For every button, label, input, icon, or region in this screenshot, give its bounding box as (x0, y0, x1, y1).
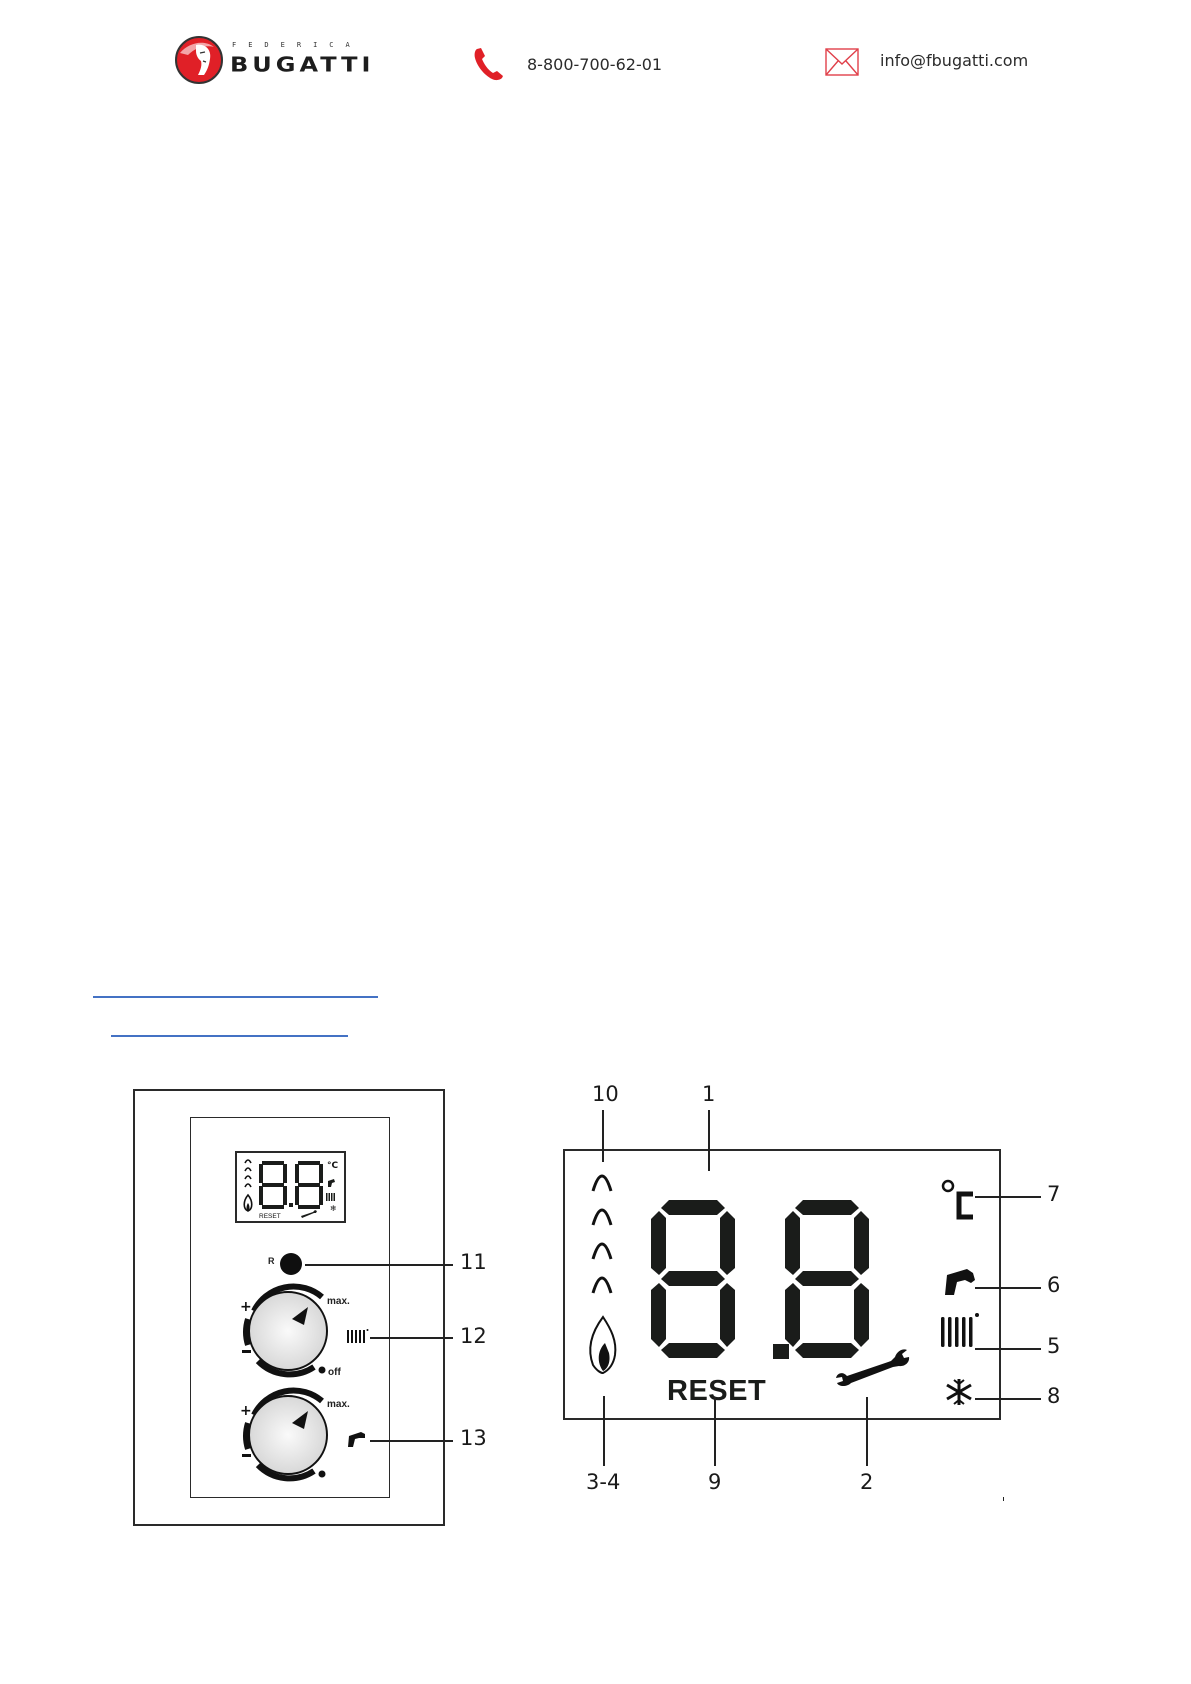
callout-line-5 (975, 1348, 1041, 1350)
callout-8: 8 (1047, 1384, 1061, 1408)
lcd-content (589, 1174, 979, 1405)
heating-radiator-icon (941, 1313, 979, 1347)
hot-water-tap-icon (945, 1269, 975, 1295)
callout-3-4: 3-4 (586, 1470, 621, 1494)
dhw-max-label: max. (327, 1399, 350, 1410)
brand-logo: FEDERICA BUGATTI (174, 35, 374, 85)
heating-off-label: off (328, 1367, 341, 1378)
callout-line-8 (975, 1398, 1041, 1400)
callout-5: 5 (1047, 1334, 1061, 1358)
callout-10: 10 (592, 1082, 619, 1106)
callout-13: 13 (460, 1426, 487, 1450)
link-2[interactable] (111, 1035, 348, 1037)
lcd-display (563, 1149, 1001, 1420)
plus-icon: + (240, 1299, 252, 1315)
power-level-icon (591, 1174, 613, 1294)
phone-handset-icon (474, 48, 503, 81)
flame-icon (589, 1315, 617, 1375)
callout-6: 6 (1047, 1273, 1061, 1297)
tap-icon (348, 1432, 365, 1447)
callout-line-12 (370, 1337, 453, 1339)
callout-2: 2 (860, 1470, 874, 1494)
callout-1: 1 (702, 1082, 716, 1106)
callout-line-13 (370, 1440, 453, 1442)
celsius-icon (941, 1179, 973, 1220)
tick-mark (1003, 1497, 1004, 1501)
callout-line-1 (708, 1110, 710, 1171)
wrench-icon (836, 1349, 910, 1386)
link-1[interactable] (93, 996, 378, 998)
callout-7: 7 (1047, 1182, 1061, 1206)
digit-1 (651, 1200, 735, 1358)
callout-line-11 (305, 1264, 453, 1266)
callout-line-9 (714, 1397, 716, 1466)
phone-number[interactable]: 8-800-700-62-01 (527, 55, 663, 74)
callout-11: 11 (460, 1250, 487, 1274)
minus-icon (242, 1350, 251, 1353)
decimal-point (773, 1344, 789, 1359)
callout-9: 9 (708, 1470, 722, 1494)
brand-subtitle: FEDERICA (232, 41, 362, 49)
callout-12: 12 (460, 1324, 487, 1348)
heating-max-label: max. (327, 1296, 350, 1307)
email-address[interactable]: info@fbugatti.com (880, 51, 1029, 70)
reset-indicator: RESET (667, 1375, 767, 1407)
envelope-icon (825, 48, 859, 76)
callout-line-7 (975, 1196, 1041, 1198)
minus-icon (242, 1454, 251, 1457)
callout-line-3-4 (603, 1396, 605, 1466)
reset-button[interactable] (280, 1253, 302, 1275)
woman-portrait-logo-icon (175, 36, 223, 84)
radiator-icon (347, 1329, 369, 1343)
svg-text:❄: ❄ (330, 1204, 337, 1213)
mini-reset-label: RESET (259, 1213, 281, 1220)
svg-text:°C: °C (327, 1161, 339, 1171)
heating-knob[interactable]: + (240, 1283, 345, 1378)
callout-line-10 (602, 1110, 604, 1162)
callout-line-2 (866, 1397, 868, 1466)
antifreeze-snowflake-icon (946, 1379, 972, 1405)
reset-button-label: R (268, 1256, 275, 1266)
min-dot-icon (318, 1470, 326, 1478)
mini-lcd-display: °C ❄ RESET (235, 1151, 346, 1223)
callout-line-6 (975, 1287, 1041, 1289)
brand-name: BUGATTI (230, 53, 375, 77)
digit-2 (785, 1200, 869, 1358)
hot-water-knob[interactable]: + (240, 1387, 345, 1482)
plus-icon: + (240, 1403, 252, 1419)
off-dot-icon (318, 1366, 326, 1374)
